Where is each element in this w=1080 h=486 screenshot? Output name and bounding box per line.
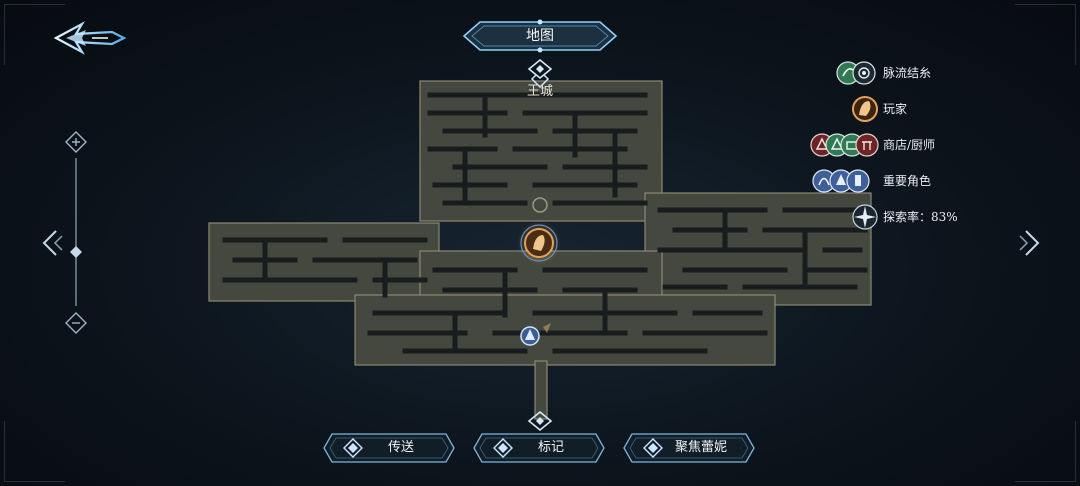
- chevron-left-icon: [42, 230, 63, 256]
- teleport-label: 传送: [387, 440, 414, 455]
- north-exit-icon: [527, 58, 553, 80]
- mark-label: 标记: [537, 440, 564, 455]
- legend-label: 玩家: [883, 102, 908, 116]
- map-view[interactable]: [205, 69, 875, 435]
- legend-label: 商店/厨师: [883, 138, 936, 152]
- vein-node-icon: [836, 61, 876, 85]
- region-label: 王城: [526, 84, 553, 99]
- exploration-rate: 探索率：83%: [883, 210, 958, 224]
- title-plate: [462, 18, 618, 54]
- shop-icon: [810, 133, 879, 157]
- teleport-button[interactable]: 传送: [322, 432, 456, 464]
- legend-item-important-character: 重要角色: [806, 166, 1066, 196]
- legend-label: 重要角色: [883, 174, 932, 188]
- previous-map-arrow[interactable]: [40, 228, 66, 258]
- player-marker-icon: [852, 96, 878, 122]
- zoom-out-icon: [65, 312, 87, 334]
- page-title: 地图: [526, 28, 554, 44]
- chevron-right-icon: [1019, 230, 1040, 256]
- player-marker-icon: [520, 224, 558, 262]
- focus-character-button[interactable]: 聚焦蕾妮: [622, 432, 756, 464]
- legend-item-shop-chef: 商店/厨师: [806, 130, 1066, 160]
- legend-item-vein-node: 脉流结糸: [806, 58, 1066, 88]
- focus-label: 聚焦蕾妮: [674, 440, 727, 455]
- next-map-arrow[interactable]: [1016, 228, 1042, 258]
- teleport-icon: [343, 438, 363, 458]
- focus-icon: [643, 438, 663, 458]
- back-button[interactable]: [52, 16, 128, 60]
- frame-corner-bottom-left: [4, 421, 65, 482]
- character-marker-icon: [520, 326, 540, 346]
- zoom-in-icon: [65, 131, 87, 153]
- zoom-slider[interactable]: [60, 130, 92, 335]
- frame-corner-top-left: [4, 4, 65, 65]
- frame-corner-bottom-right: [1015, 421, 1076, 482]
- mark-button[interactable]: 标记: [472, 432, 606, 464]
- zoom-handle: [70, 246, 82, 258]
- legend-item-exploration: 探索率：83%: [806, 202, 1066, 232]
- frame-corner-top-right: [1015, 4, 1076, 65]
- legend-label: 脉流结糸: [883, 66, 932, 80]
- map-layout: [208, 69, 872, 420]
- compass-star-icon: [852, 204, 878, 230]
- landmark-icon: [532, 197, 548, 213]
- legend-item-player: 玩家: [806, 94, 1066, 124]
- back-arrow-icon: [53, 21, 127, 55]
- south-exit-icon: [527, 410, 553, 432]
- character-icon: [812, 169, 870, 193]
- mark-icon: [493, 438, 513, 458]
